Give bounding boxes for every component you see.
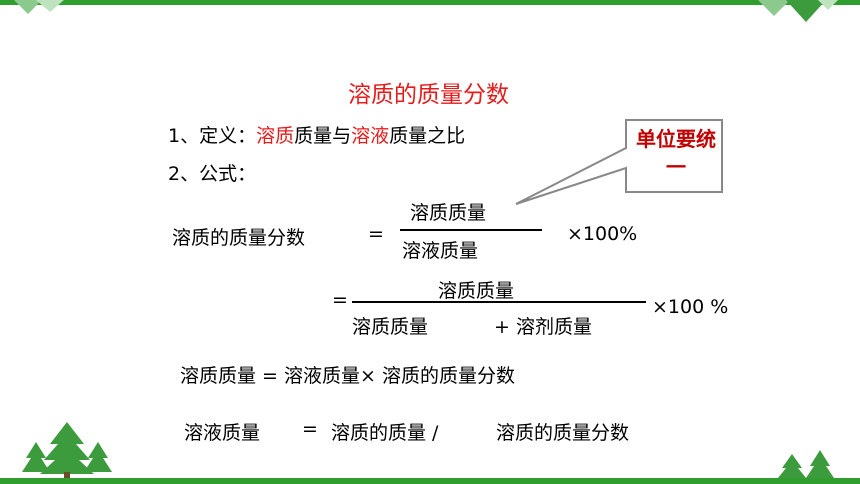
formula2-times: ×100 % <box>652 296 729 318</box>
formula2-numerator: 溶质质量 <box>438 280 515 302</box>
equation4-c: 溶质的质量分数 <box>496 422 630 444</box>
definition-line: 1、定义：溶质质量与溶液质量之比 <box>168 121 465 148</box>
bottom-left-trees-decoration <box>22 422 112 478</box>
formula1-times: ×100% <box>567 223 638 245</box>
formula2-fraction-bar <box>352 301 646 303</box>
equation4-equals: = <box>302 418 318 440</box>
top-left-triangles-decoration <box>14 0 64 14</box>
formula2-denominator-a: 溶质质量 <box>352 316 429 338</box>
formula2-equals: = <box>332 289 348 311</box>
formula1-fraction-bar <box>400 229 542 231</box>
top-border <box>0 0 860 5</box>
definition-prefix: 1、定义： <box>168 125 257 147</box>
formula1-lhs: 溶质的质量分数 <box>172 227 306 249</box>
bottom-border <box>0 478 860 484</box>
equation4-a: 溶液质量 <box>184 422 261 444</box>
definition-mid1: 质量与 <box>294 125 352 147</box>
callout-text: 单位要统一 <box>636 127 716 179</box>
top-right-triangles-decoration <box>758 0 838 22</box>
definition-solute: 溶质 <box>256 125 295 147</box>
equation3: 溶质质量 = 溶液质量× 溶质的质量分数 <box>180 365 515 387</box>
formula1-equals: = <box>368 223 384 245</box>
definition-mid2: 质量之比 <box>389 125 466 147</box>
formula2-denominator-b: + 溶剂质量 <box>494 316 592 338</box>
formula-label: 2、公式： <box>168 163 257 185</box>
bottom-right-trees-decoration <box>778 450 834 478</box>
definition-solution: 溶液 <box>351 125 390 147</box>
page-title: 溶质的质量分数 <box>348 82 509 108</box>
formula1-denominator: 溶液质量 <box>402 240 479 262</box>
callout-shape <box>515 119 723 205</box>
equation4-b: 溶质的质量 / <box>331 422 439 444</box>
formula1-numerator: 溶质质量 <box>410 202 487 224</box>
